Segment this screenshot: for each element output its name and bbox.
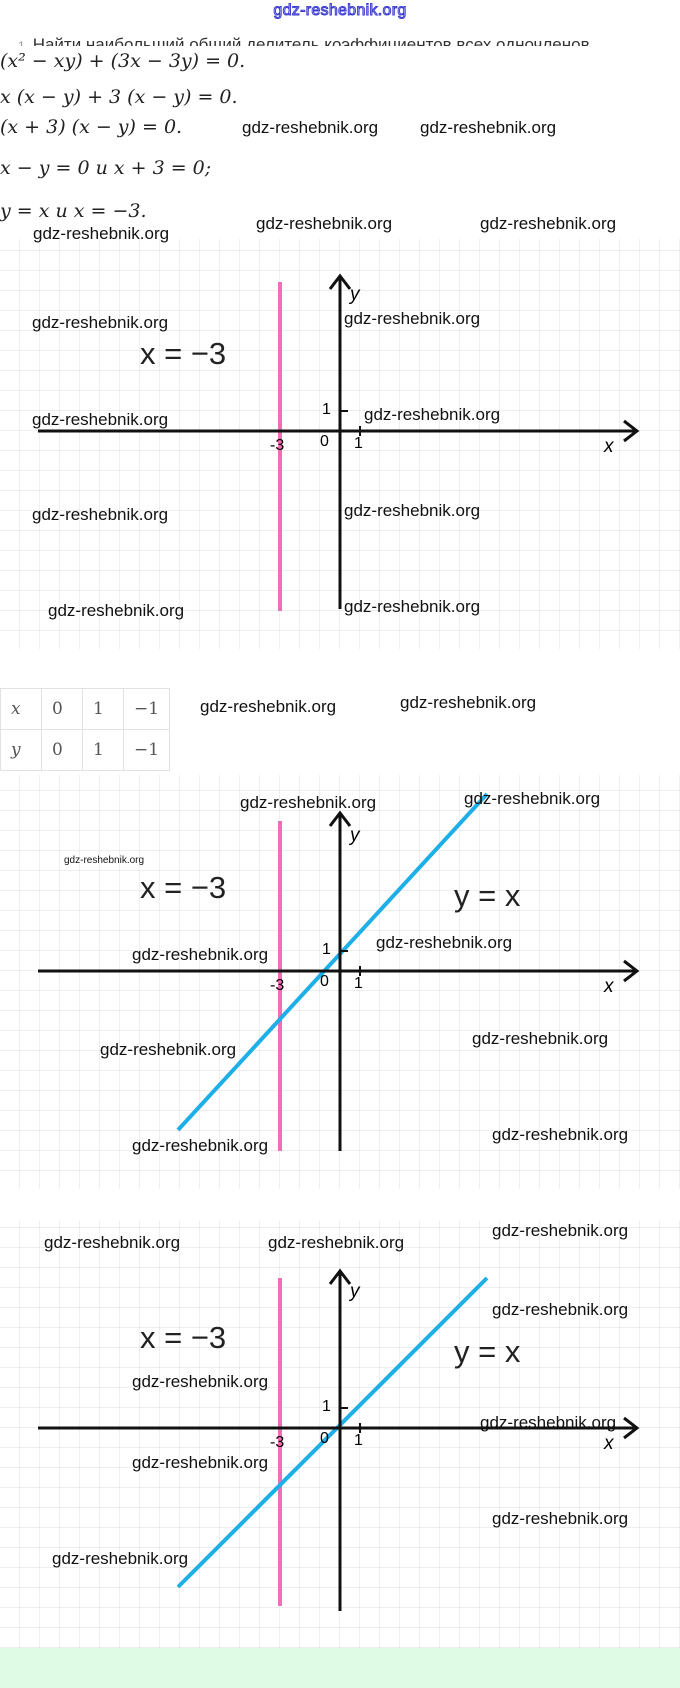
table-row: y 0 1 −1 bbox=[0, 729, 171, 771]
watermark: gdz-reshebnik.org bbox=[132, 1372, 269, 1391]
task-number: 1 bbox=[18, 39, 25, 46]
watermark: gdz-reshebnik.org bbox=[132, 1453, 269, 1472]
watermark: gdz-reshebnik.org bbox=[242, 118, 379, 137]
tick-minus-3: -3 bbox=[270, 977, 285, 994]
watermark: gdz-reshebnik.org bbox=[400, 693, 537, 712]
watermark: gdz-reshebnik.org bbox=[464, 789, 601, 808]
y-axis-arrow-icon bbox=[328, 1268, 352, 1285]
y-axis-label: y bbox=[350, 284, 360, 305]
x-axis-label: x bbox=[604, 436, 614, 457]
watermark: gdz-reshebnik.org bbox=[32, 505, 169, 524]
graph-3 bbox=[0, 1221, 680, 1648]
table-cell: 0 bbox=[41, 688, 83, 730]
tick-1-x: 1 bbox=[354, 435, 363, 452]
watermark: gdz-reshebnik.org bbox=[344, 309, 481, 328]
y-axis-arrow-icon bbox=[328, 273, 352, 290]
tick-1-x: 1 bbox=[354, 975, 363, 992]
label-y-eq-x: y = x bbox=[454, 1334, 521, 1369]
table-row: x 0 1 −1 bbox=[0, 688, 171, 730]
watermark: gdz-reshebnik.org bbox=[492, 1125, 629, 1144]
table-cell: y bbox=[0, 729, 42, 771]
label-x-eq-minus-3: x = −3 bbox=[140, 870, 227, 905]
y-axis-arrow-icon bbox=[328, 810, 352, 827]
table-cell: 1 bbox=[82, 729, 124, 771]
x-axis-arrow-icon bbox=[623, 1416, 640, 1440]
origin-label: 0 bbox=[320, 1430, 329, 1447]
watermark: gdz-reshebnik.org bbox=[200, 697, 337, 716]
footer-strip bbox=[0, 1648, 680, 1688]
graph-1-labels: y x -3 0 1 1 x = −3 bbox=[0, 239, 680, 649]
label-x-eq-minus-3: x = −3 bbox=[140, 336, 227, 371]
watermark: gdz-reshebnik.org bbox=[480, 1413, 617, 1432]
watermark: gdz-reshebnik.org bbox=[52, 1549, 189, 1568]
watermark: gdz-reshebnik.org bbox=[492, 1221, 629, 1240]
tick-1-x: 1 bbox=[354, 1432, 363, 1449]
watermark: gdz-reshebnik.org bbox=[48, 601, 185, 620]
x-axis-label: x bbox=[604, 1433, 614, 1454]
x-axis-arrow-icon bbox=[623, 419, 640, 443]
table-cell: x bbox=[0, 688, 42, 730]
label-y-eq-x: y = x bbox=[454, 878, 521, 913]
watermark: gdz-reshebnik.org bbox=[492, 1300, 629, 1319]
origin-label: 0 bbox=[320, 973, 329, 990]
watermark: gdz-reshebnik.org bbox=[420, 118, 557, 137]
line-y-eq-x bbox=[176, 792, 489, 1132]
watermark: gdz-reshebnik.org bbox=[32, 410, 169, 429]
tick-1-y: 1 bbox=[322, 401, 331, 418]
tick-1-y: 1 bbox=[322, 1398, 331, 1415]
watermark: gdz-reshebnik.org bbox=[480, 214, 617, 233]
y-axis-label: y bbox=[350, 825, 360, 846]
watermark: gdz-reshebnik.org bbox=[100, 1040, 237, 1059]
watermark: gdz-reshebnik.org bbox=[32, 313, 169, 332]
watermark: gdz-reshebnik.org bbox=[64, 855, 145, 866]
solution-line-5: y = x и x = −3. bbox=[0, 200, 147, 222]
solution-line-3: (x + 3) (x − y) = 0. bbox=[0, 116, 183, 138]
values-table: x 0 1 −1 y 0 1 −1 bbox=[0, 688, 171, 771]
line-y-eq-x bbox=[176, 1276, 489, 1589]
tick-minus-3: -3 bbox=[270, 1434, 285, 1451]
table-cell: 0 bbox=[41, 729, 83, 771]
watermark: gdz-reshebnik.org bbox=[492, 1509, 629, 1528]
graph-3-labels: y x -3 0 1 1 x = −3 y = x bbox=[0, 1221, 680, 1648]
watermark: gdz-reshebnik.org bbox=[44, 1233, 181, 1252]
origin-label: 0 bbox=[320, 433, 329, 450]
solution-line-1: (x² − xy) + (3x − 3y) = 0. bbox=[0, 50, 246, 72]
tick-minus-3: -3 bbox=[270, 437, 285, 454]
watermark: gdz-reshebnik.org bbox=[240, 793, 377, 812]
solution-line-4: x − y = 0 и x + 3 = 0; bbox=[0, 157, 212, 179]
watermark: gdz-reshebnik.org bbox=[344, 597, 481, 616]
x-axis-arrow-icon bbox=[623, 959, 640, 983]
watermark: gdz-reshebnik.org bbox=[132, 1136, 269, 1155]
task-text: 1 Найти наибольший общий делитель коэффиц… bbox=[18, 32, 590, 46]
graph-2-labels: y x -3 0 1 1 x = −3 y = x bbox=[0, 775, 680, 1189]
watermark: gdz-reshebnik.org bbox=[33, 224, 170, 243]
watermark: gdz-reshebnik.org bbox=[132, 945, 269, 964]
graph-1 bbox=[0, 239, 680, 649]
watermark: gdz-reshebnik.org bbox=[376, 933, 513, 952]
x-axis-label: x bbox=[604, 976, 614, 997]
watermark: gdz-reshebnik.org bbox=[256, 214, 393, 233]
table-cell: 1 bbox=[82, 688, 124, 730]
graph-2 bbox=[0, 775, 680, 1189]
watermark: gdz-reshebnik.org bbox=[364, 405, 501, 424]
site-header[interactable]: gdz-reshebnik.org bbox=[273, 2, 407, 20]
solution-line-2: x (x − y) + 3 (x − y) = 0. bbox=[0, 86, 238, 108]
watermark: gdz-reshebnik.org bbox=[344, 501, 481, 520]
watermark: gdz-reshebnik.org bbox=[472, 1029, 609, 1048]
task-statement: Найти наибольший общий делитель коэффици… bbox=[32, 35, 590, 46]
label-x-eq-minus-3: x = −3 bbox=[140, 1320, 227, 1355]
watermark: gdz-reshebnik.org bbox=[268, 1233, 405, 1252]
table-cell: −1 bbox=[122, 688, 171, 730]
table-cell: −1 bbox=[122, 729, 171, 771]
y-axis-label: y bbox=[350, 1281, 360, 1302]
tick-1-y: 1 bbox=[322, 941, 331, 958]
